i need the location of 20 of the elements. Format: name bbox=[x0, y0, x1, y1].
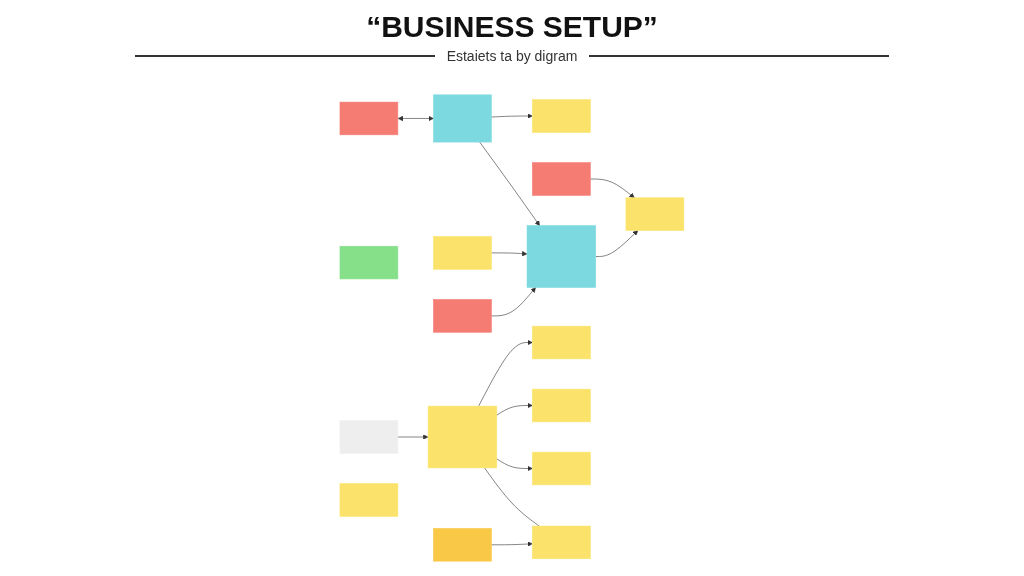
node-box bbox=[339, 245, 399, 280]
node-box bbox=[433, 94, 492, 143]
diagram-title: “BUSINESS SETUP” bbox=[366, 10, 658, 44]
node-box bbox=[532, 525, 591, 560]
node-box bbox=[339, 483, 399, 517]
node-box bbox=[433, 236, 492, 270]
connector bbox=[484, 467, 540, 527]
subtitle-text: Estaiets ta by digram bbox=[446, 48, 578, 64]
node-box bbox=[526, 225, 597, 288]
node-box bbox=[532, 451, 591, 486]
node-box bbox=[532, 325, 591, 360]
node-box bbox=[532, 99, 591, 133]
node-box bbox=[339, 420, 399, 454]
node-box bbox=[433, 528, 492, 562]
node-box bbox=[433, 299, 492, 333]
node-box bbox=[427, 405, 498, 469]
node-box bbox=[532, 162, 591, 196]
node-box bbox=[339, 101, 399, 136]
node-box bbox=[532, 388, 591, 423]
node-box bbox=[625, 197, 685, 231]
